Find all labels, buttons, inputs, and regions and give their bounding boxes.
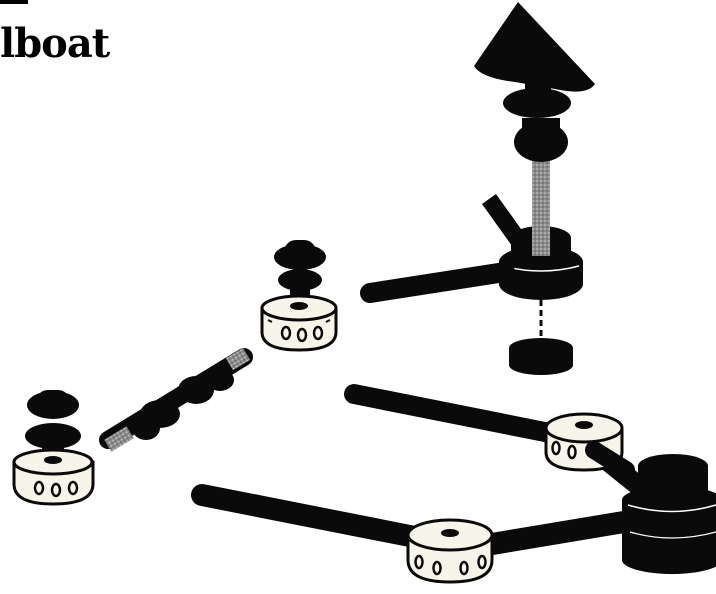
top-rule: [0, 0, 28, 4]
mast-axle: [532, 150, 550, 256]
hub-lower-left: [12, 390, 95, 506]
mast-top-assembly: [474, 2, 595, 300]
rod-middle: [344, 384, 570, 445]
hub-lower-center: [406, 518, 494, 584]
rod-hub-to-spool: [484, 509, 638, 556]
disc-loose: [509, 338, 573, 375]
hub-upper-left: [260, 240, 338, 352]
mast-disc-2: [514, 122, 568, 162]
rod-upper: [360, 262, 515, 303]
page-title: lboat: [0, 20, 110, 67]
rod-lower: [191, 484, 431, 549]
spool-lower-right: [622, 454, 716, 574]
hub-middle-right: [544, 412, 635, 479]
axle-diagonal: [99, 347, 253, 452]
mast-arrowhead: [474, 2, 595, 92]
